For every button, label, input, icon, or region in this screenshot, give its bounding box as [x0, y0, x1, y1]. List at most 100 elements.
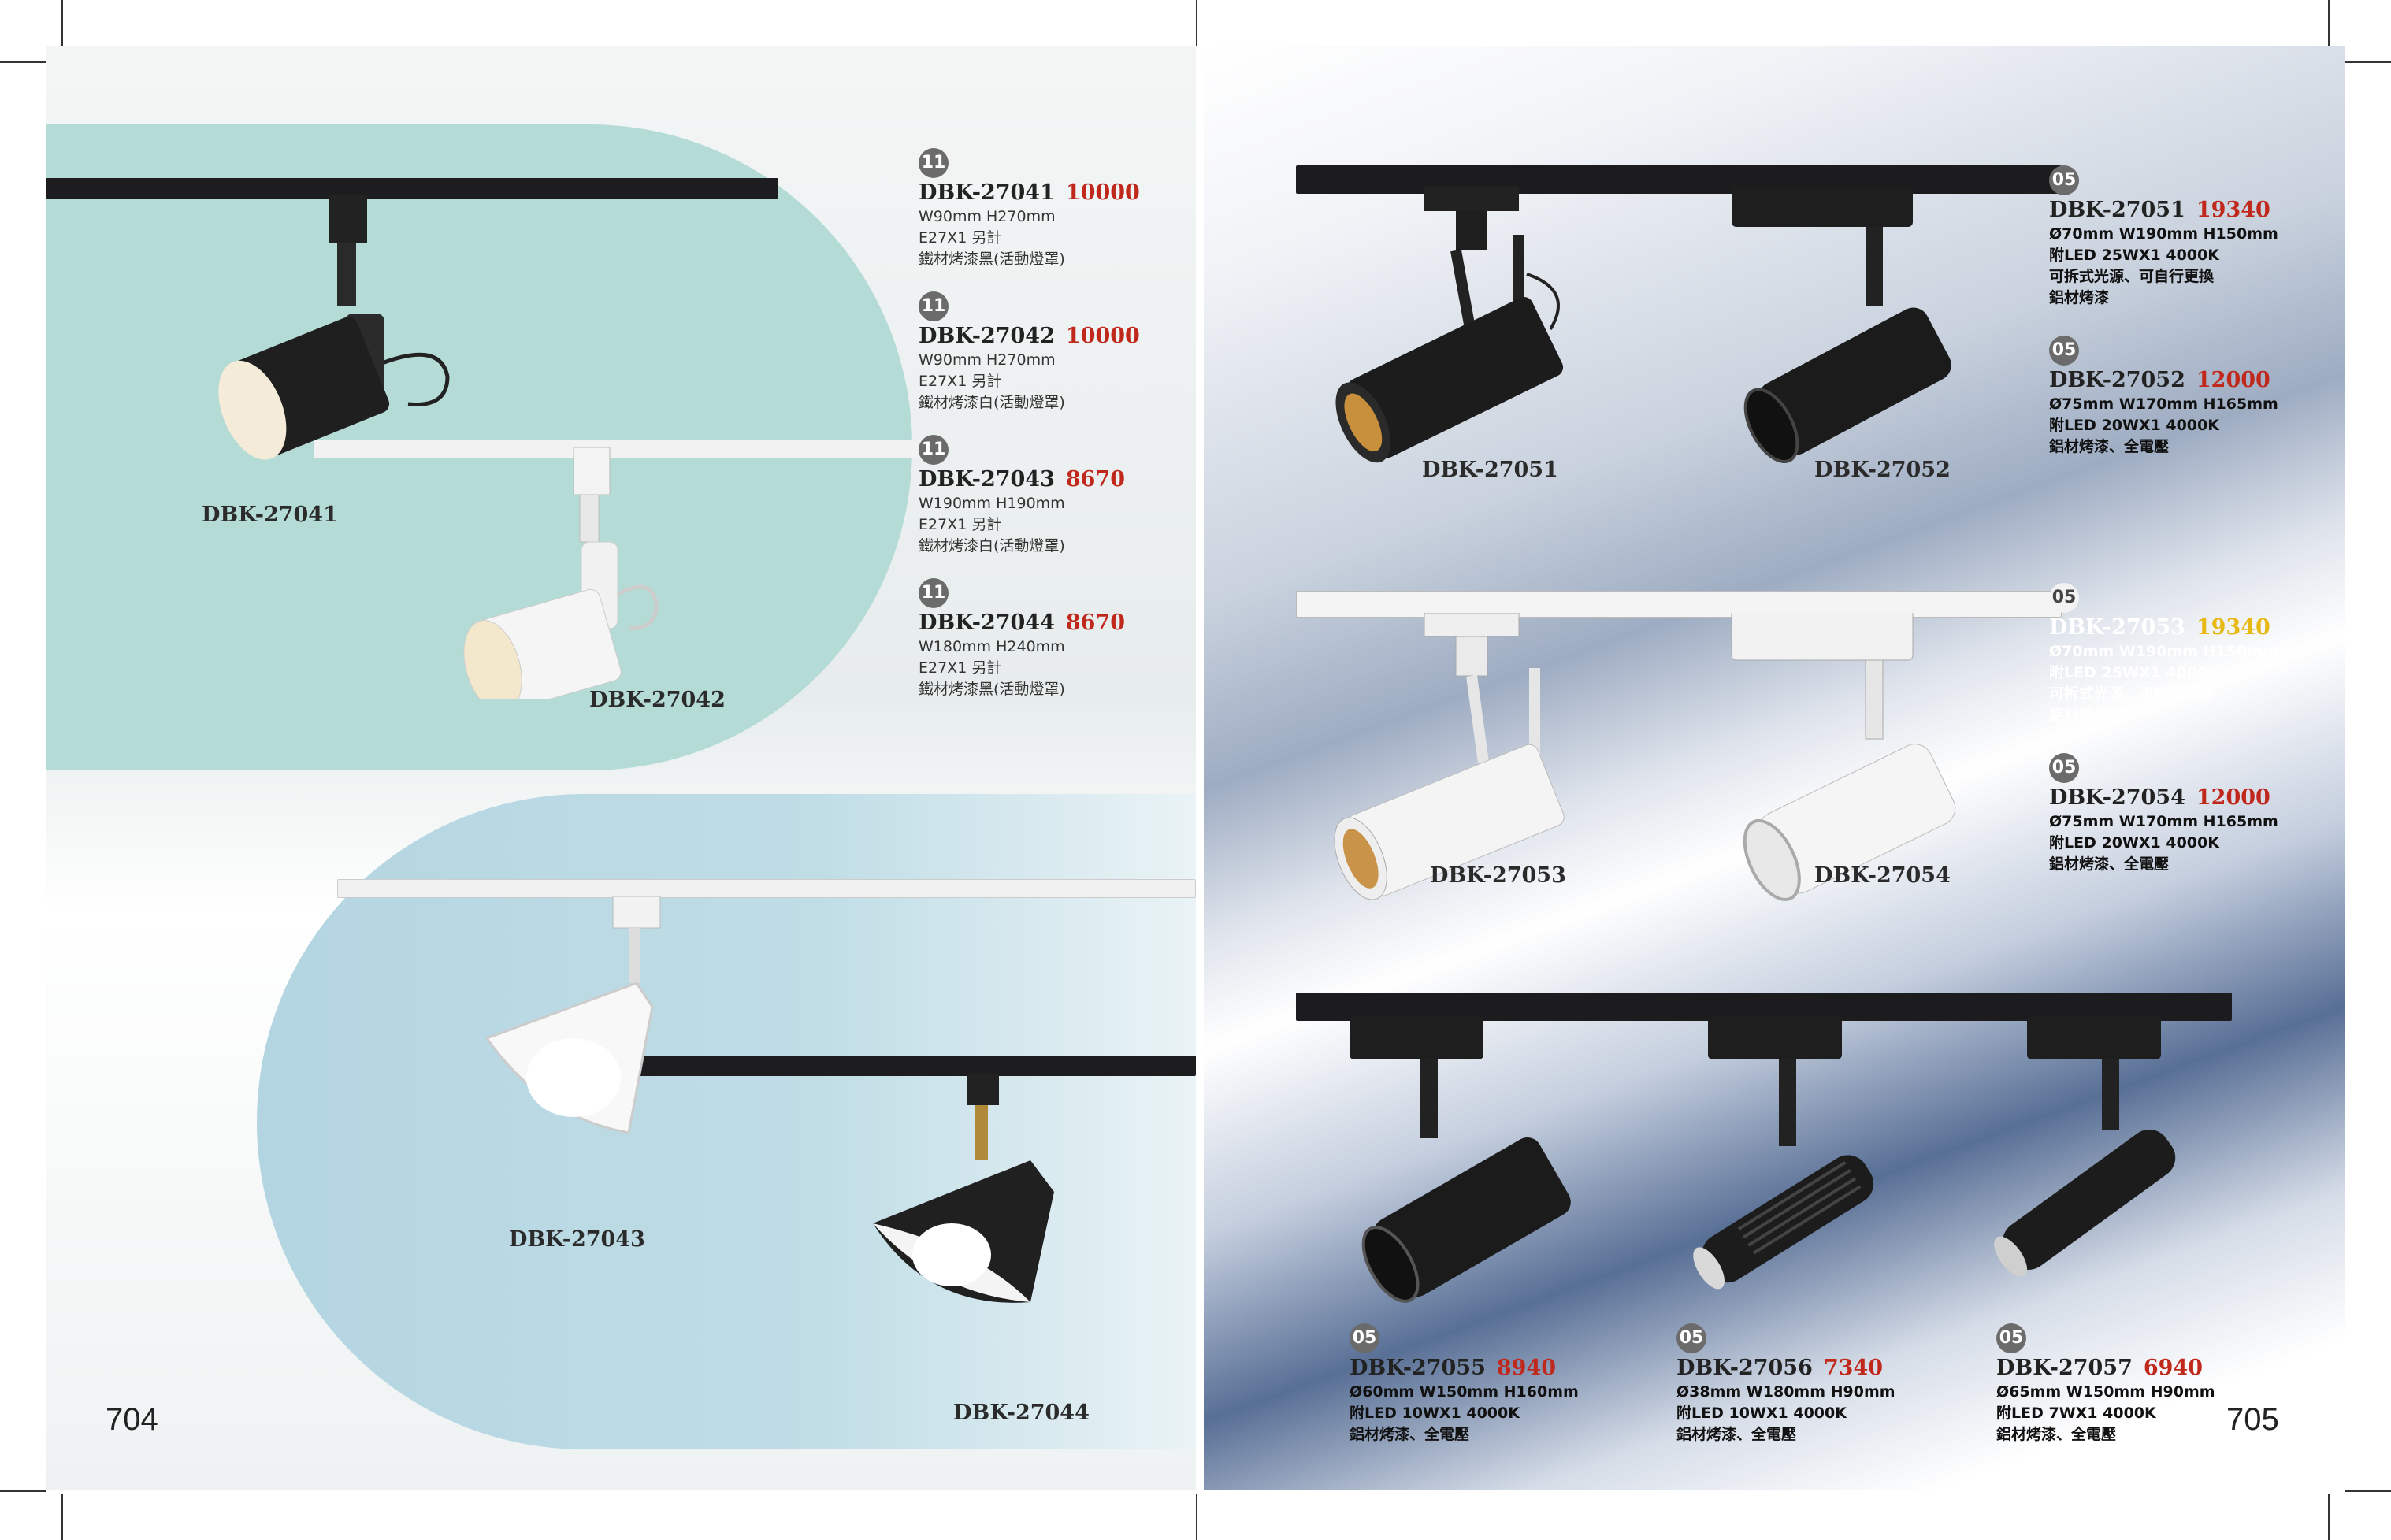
blue-panel — [257, 794, 1196, 1449]
spec-line: 附LED 25WX1 4000K — [2049, 664, 2219, 681]
product-label-27041: DBK-27041 — [202, 503, 338, 527]
led-cylinder-spot-black-icon — [1994, 1016, 2176, 1277]
category-badge: 05 — [1996, 1323, 2026, 1353]
category-badge: 05 — [2049, 753, 2079, 783]
model-number: DBK-27041 — [919, 180, 1055, 205]
spec-line: 附LED 25WX1 4000K — [2049, 247, 2219, 264]
category-badge: 05 — [1350, 1323, 1379, 1353]
spec-line: E27X1 另計 — [919, 659, 1002, 677]
crop-mark — [2345, 1490, 2391, 1492]
spec-line: 鋁材烤漆、全電壓 — [1350, 1426, 1470, 1443]
price: 12000 — [2196, 785, 2270, 810]
led-cylinder-spot-black-icon — [1350, 1016, 1571, 1303]
model-number: DBK-27051 — [2049, 198, 2185, 222]
spec-line: 鋁材烤漆 — [2049, 289, 2110, 306]
category-badge: 11 — [919, 435, 949, 465]
spec-block-27052: 05 DBK-27052 12000 Ø75mm W170mm H165mm 附L… — [2049, 336, 2278, 458]
crop-mark — [61, 1494, 63, 1540]
spec-line: 附LED 10WX1 4000K — [1350, 1405, 1520, 1422]
price: 8670 — [1065, 467, 1126, 492]
spec-line: 鋁材烤漆 — [2049, 707, 2110, 724]
spec-line: Ø70mm W190mm H150mm — [2049, 643, 2278, 660]
track-rail-black — [621, 1056, 1196, 1076]
cone-shade-white-icon — [485, 896, 661, 1134]
spec-line: Ø70mm W190mm H150mm — [2049, 225, 2278, 243]
spec-line: Ø38mm W180mm H90mm — [1676, 1383, 1895, 1401]
price: 19340 — [2196, 615, 2270, 640]
spec-line: Ø65mm W150mm H90mm — [1996, 1383, 2215, 1401]
spec-line: W180mm H240mm — [919, 638, 1065, 655]
product-label-27052: DBK-27052 — [1814, 458, 1951, 482]
model-number: DBK-27057 — [1996, 1356, 2133, 1380]
spec-line: 鋁材烤漆、全電壓 — [1676, 1426, 1797, 1443]
led-cylinder-spot-black-icon — [1335, 187, 1564, 463]
crop-mark — [2328, 1494, 2330, 1540]
catalog-page-right: DBK-27051 DBK-27052 DBK-27053 DBK-27054 — [1204, 46, 2345, 1490]
spec-line: 附LED 7WX1 4000K — [1996, 1405, 2156, 1422]
price: 10000 — [1065, 324, 1140, 348]
spec-line: 鋁材烤漆、全電壓 — [2049, 438, 2170, 455]
product-label-27054: DBK-27054 — [1814, 863, 1951, 888]
category-badge: 11 — [919, 578, 949, 608]
spec-line: 鋁材烤漆、全電壓 — [1996, 1426, 2117, 1443]
spec-line: 附LED 20WX1 4000K — [2049, 834, 2219, 852]
track-rail-white — [1296, 591, 2062, 618]
model-number: DBK-27052 — [2049, 368, 2185, 392]
crop-mark — [61, 0, 63, 46]
spec-block-27055: 05 DBK-27055 8940 Ø60mm W150mm H160mm 附LE… — [1350, 1323, 1579, 1445]
price: 6940 — [2143, 1356, 2204, 1380]
price: 10000 — [1065, 180, 1140, 205]
spec-line: Ø60mm W150mm H160mm — [1350, 1383, 1579, 1401]
model-number: DBK-27055 — [1350, 1356, 1486, 1380]
spec-line: 附LED 20WX1 4000K — [2049, 417, 2219, 434]
product-label-27051: DBK-27051 — [1422, 458, 1558, 482]
spec-line: 可拆式光源、可自行更換 — [2049, 268, 2215, 285]
spec-line: Ø75mm W170mm H165mm — [2049, 813, 2278, 830]
spec-line: E27X1 另計 — [919, 373, 1002, 390]
price: 8940 — [1496, 1356, 1557, 1380]
led-cylinder-spot-white-icon — [1334, 613, 1565, 900]
track-rail-black — [1296, 165, 2062, 194]
led-cylinder-spot-black-icon — [1693, 1016, 1874, 1290]
page-number: 705 — [2226, 1402, 2279, 1437]
spec-line: E27X1 另計 — [919, 516, 1002, 533]
crop-mark — [0, 1490, 46, 1492]
category-badge: 05 — [2049, 165, 2079, 195]
price: 7340 — [1823, 1356, 1884, 1380]
crop-mark — [1196, 1494, 1197, 1540]
product-label-27044: DBK-27044 — [953, 1401, 1090, 1425]
led-cylinder-spot-white-icon — [1731, 613, 1956, 902]
track-spotlight-white-icon — [463, 447, 659, 699]
category-badge: 11 — [919, 148, 949, 178]
product-label-27042: DBK-27042 — [589, 688, 726, 712]
model-number: DBK-27043 — [919, 467, 1055, 492]
spec-block-27057: 05 DBK-27057 6940 Ø65mm W150mm H90mm 附LED… — [1996, 1323, 2215, 1445]
crop-mark — [0, 61, 46, 63]
spec-line: Ø75mm W170mm H165mm — [2049, 395, 2278, 413]
page-number: 704 — [106, 1402, 158, 1437]
price: 12000 — [2196, 368, 2270, 392]
model-number: DBK-27044 — [919, 610, 1055, 635]
track-rail-black — [46, 178, 778, 199]
spec-line: W90mm H270mm — [919, 208, 1056, 225]
spec-line: 鋁材烤漆、全電壓 — [2049, 855, 2170, 873]
model-number: DBK-27056 — [1676, 1356, 1813, 1380]
category-badge: 11 — [919, 291, 949, 321]
led-cylinder-spot-black-icon — [1732, 187, 1951, 464]
catalog-page-left: DBK-27041 DBK-27042 DBK-27043 DBK-27044 … — [46, 46, 1196, 1490]
model-number: DBK-27054 — [2049, 785, 2185, 810]
product-label-27043: DBK-27043 — [509, 1227, 645, 1252]
product-label-27053: DBK-27053 — [1430, 863, 1566, 888]
spec-line: W90mm H270mm — [919, 351, 1056, 369]
category-badge: 05 — [1676, 1323, 1706, 1353]
crop-mark — [1196, 0, 1197, 46]
spec-line: 鐵材烤漆黑(活動燈罩) — [919, 250, 1065, 268]
category-badge: 05 — [2049, 336, 2079, 366]
price: 8670 — [1065, 610, 1126, 635]
